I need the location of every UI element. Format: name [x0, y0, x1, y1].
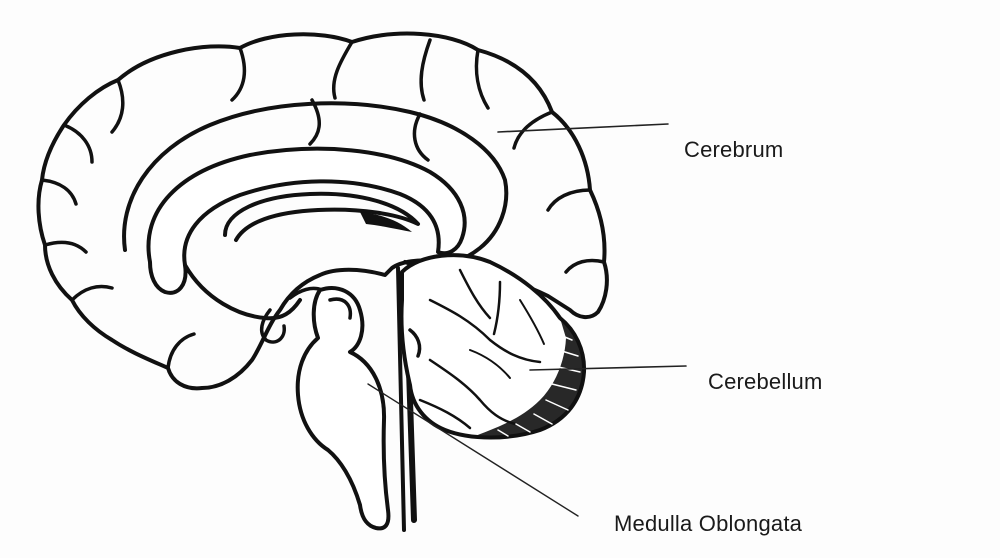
brainstem-outline	[298, 288, 389, 528]
sulcus-13	[168, 334, 194, 368]
sulcus-3	[421, 40, 430, 100]
fornix-arc	[225, 194, 418, 240]
cingulate-notch-2	[414, 114, 428, 160]
label-cerebellum: Cerebellum	[708, 369, 823, 395]
cerebellum-group	[401, 255, 584, 438]
label-cerebrum: Cerebrum	[684, 137, 783, 163]
sulcus-6	[548, 190, 590, 210]
diencephalon	[185, 265, 300, 318]
cingulate-notch-1	[310, 100, 319, 144]
sulcus-1	[232, 48, 244, 100]
sulcus-8	[112, 80, 123, 132]
sulcus-11	[45, 242, 86, 252]
sulcus-4	[476, 50, 488, 108]
sulcus-9	[64, 125, 92, 162]
sulcus-12	[72, 287, 112, 301]
sulcus-10	[42, 180, 76, 204]
label-medulla-oblongata: Medulla Oblongata	[614, 511, 802, 537]
sulcus-2	[334, 42, 352, 98]
sulcus-7	[566, 260, 604, 272]
